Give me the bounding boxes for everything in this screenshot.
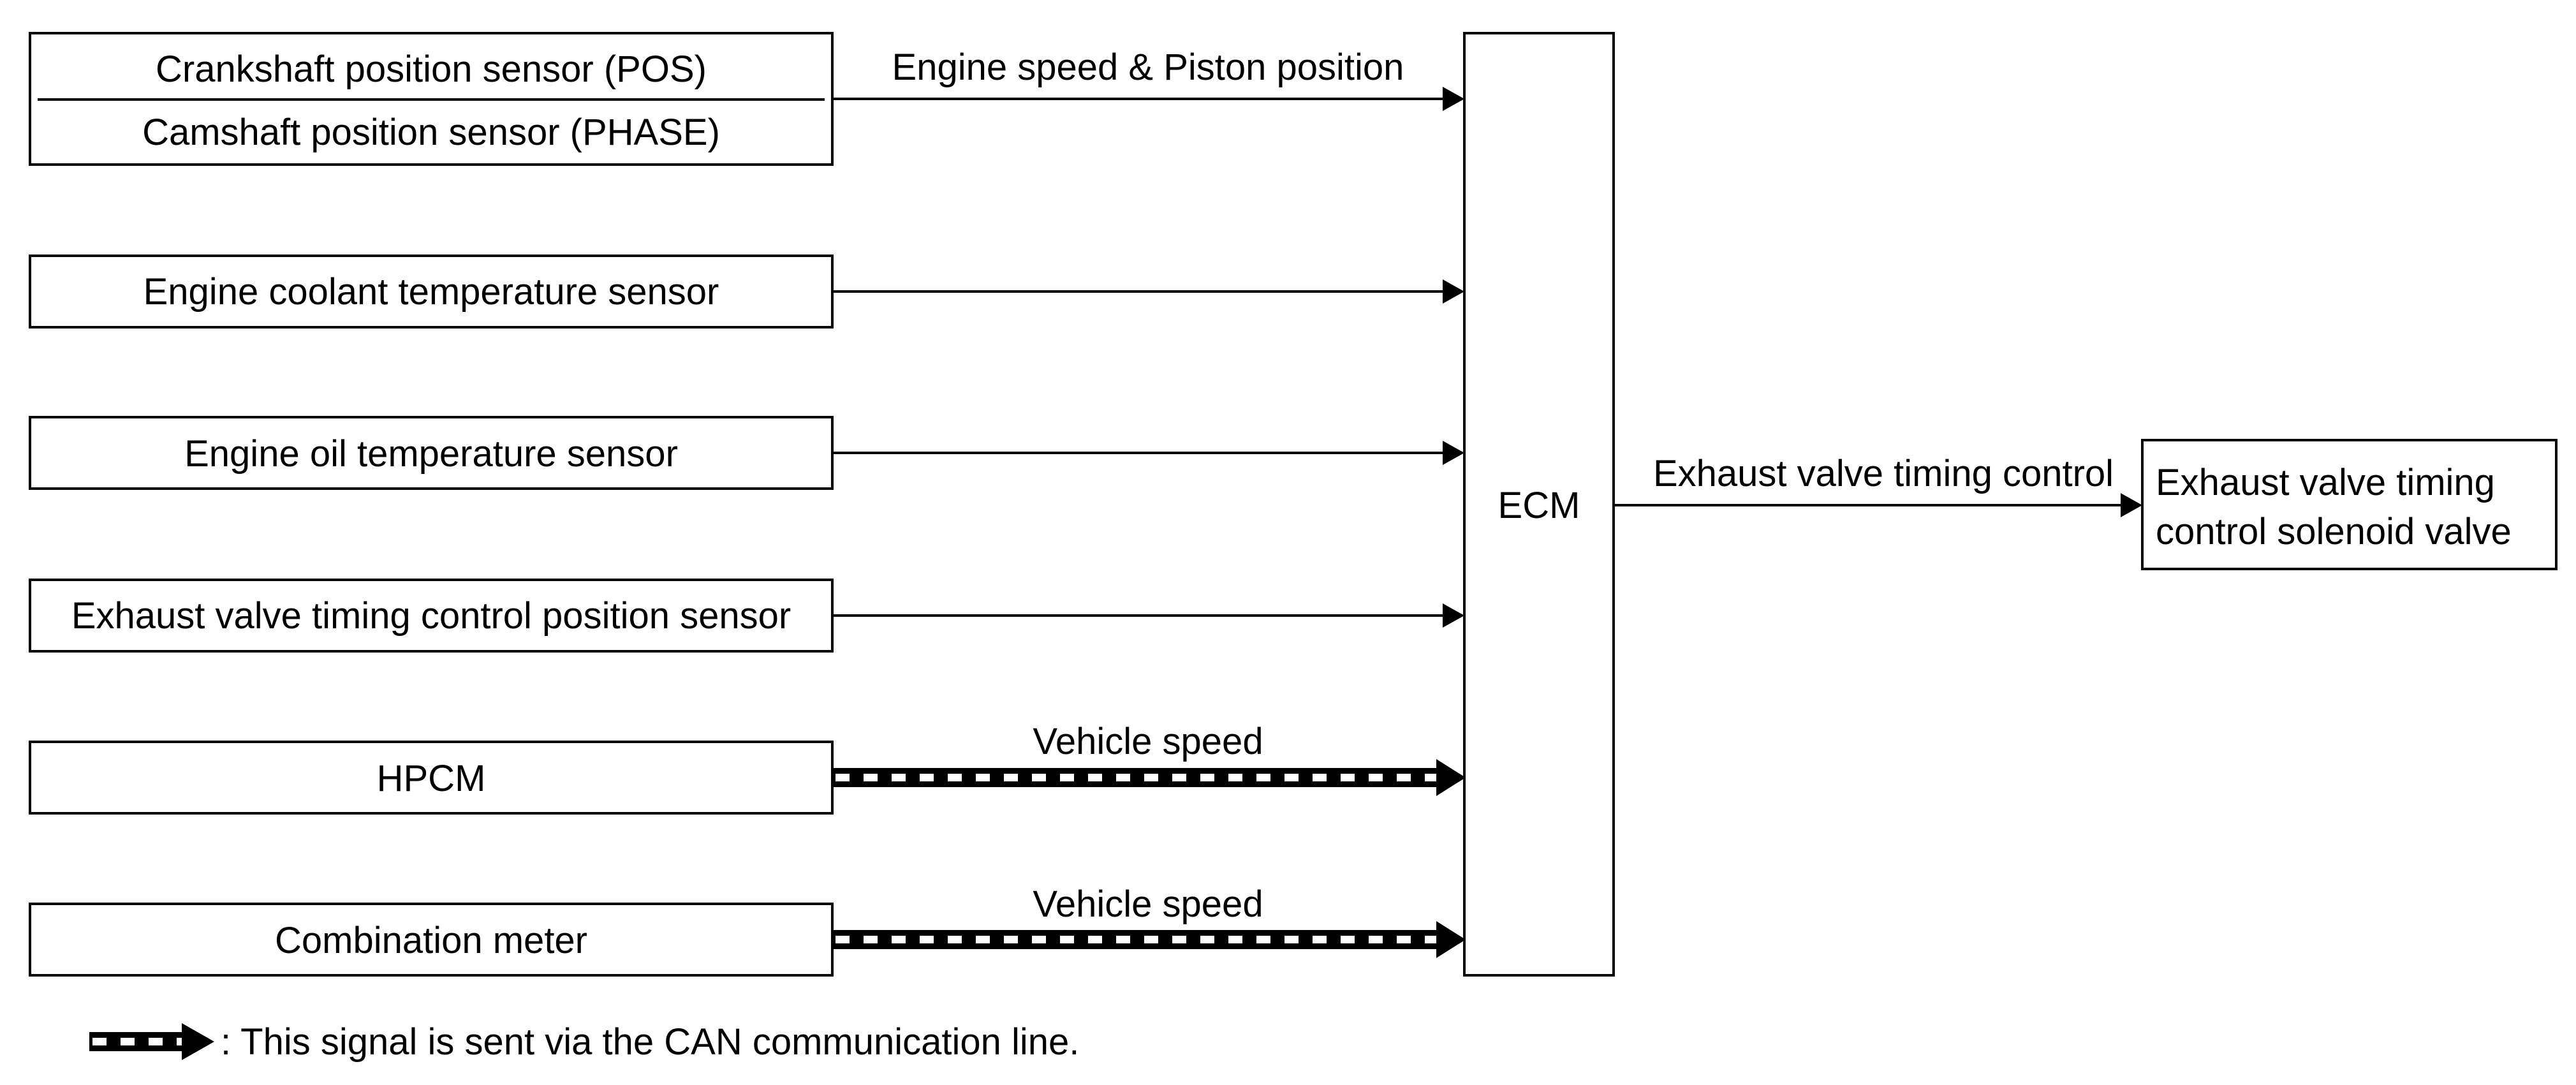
exhaust-control-signal-label: Exhaust valve timing control bbox=[1653, 453, 2114, 494]
engine-speed-wire: Engine speed & Piston position bbox=[832, 47, 1464, 111]
camshaft-sensor-label: Camshaft position sensor (PHASE) bbox=[142, 112, 720, 153]
crankshaft-sensor-label: Crankshaft position sensor (POS) bbox=[156, 48, 707, 90]
meter-vehicle-speed-label: Vehicle speed bbox=[1033, 883, 1263, 925]
coolant-arrowhead bbox=[1443, 279, 1464, 304]
engine-speed-signal-label: Engine speed & Piston position bbox=[892, 47, 1404, 88]
exhaust-control-wire: Exhaust valve timing control bbox=[1614, 453, 2142, 517]
coolant-wire bbox=[832, 279, 1464, 304]
exhaust-control-arrowhead bbox=[2121, 493, 2142, 517]
oil-arrowhead bbox=[1443, 441, 1464, 465]
combination-meter-label: Combination meter bbox=[275, 920, 587, 961]
meter-can-arrowhead bbox=[1436, 921, 1466, 958]
oil-sensor-label: Engine oil temperature sensor bbox=[184, 433, 678, 475]
solenoid-valve-label-line1: Exhaust valve timing bbox=[2156, 462, 2495, 503]
combination-meter-box: Combination meter bbox=[29, 903, 834, 977]
oil-wire bbox=[832, 441, 1464, 465]
can-legend: : This signal is sent via the CAN commun… bbox=[89, 1021, 1079, 1063]
solenoid-valve-label-line2: control solenoid valve bbox=[2156, 511, 2512, 552]
hpcm-label: HPCM bbox=[377, 758, 486, 799]
oil-sensor-box: Engine oil temperature sensor bbox=[29, 416, 834, 490]
meter-can-line: Vehicle speed bbox=[832, 883, 1466, 958]
hpcm-box: HPCM bbox=[29, 741, 834, 815]
engine-speed-arrowhead bbox=[1443, 87, 1464, 111]
hpcm-can-line: Vehicle speed bbox=[832, 721, 1466, 796]
coolant-sensor-label: Engine coolant temperature sensor bbox=[144, 271, 719, 313]
evt-position-wire bbox=[832, 603, 1464, 628]
ecm-box: ECM bbox=[1463, 32, 1615, 977]
evt-position-arrowhead bbox=[1443, 603, 1464, 628]
legend-arrowhead bbox=[182, 1023, 214, 1060]
crank-cam-sensor-box: Crankshaft position sensor (POS) Camshaf… bbox=[29, 32, 834, 166]
evt-position-sensor-label: Exhaust valve timing control position se… bbox=[71, 595, 791, 637]
coolant-sensor-box: Engine coolant temperature sensor bbox=[29, 255, 834, 328]
hpcm-vehicle-speed-label: Vehicle speed bbox=[1033, 721, 1263, 762]
legend-text: : This signal is sent via the CAN commun… bbox=[221, 1021, 1079, 1063]
hpcm-can-arrowhead bbox=[1436, 759, 1466, 796]
ecm-label: ECM bbox=[1498, 485, 1580, 526]
solenoid-valve-box: Exhaust valve timing control solenoid va… bbox=[2141, 439, 2558, 570]
evt-position-sensor-box: Exhaust valve timing control position se… bbox=[29, 579, 834, 653]
